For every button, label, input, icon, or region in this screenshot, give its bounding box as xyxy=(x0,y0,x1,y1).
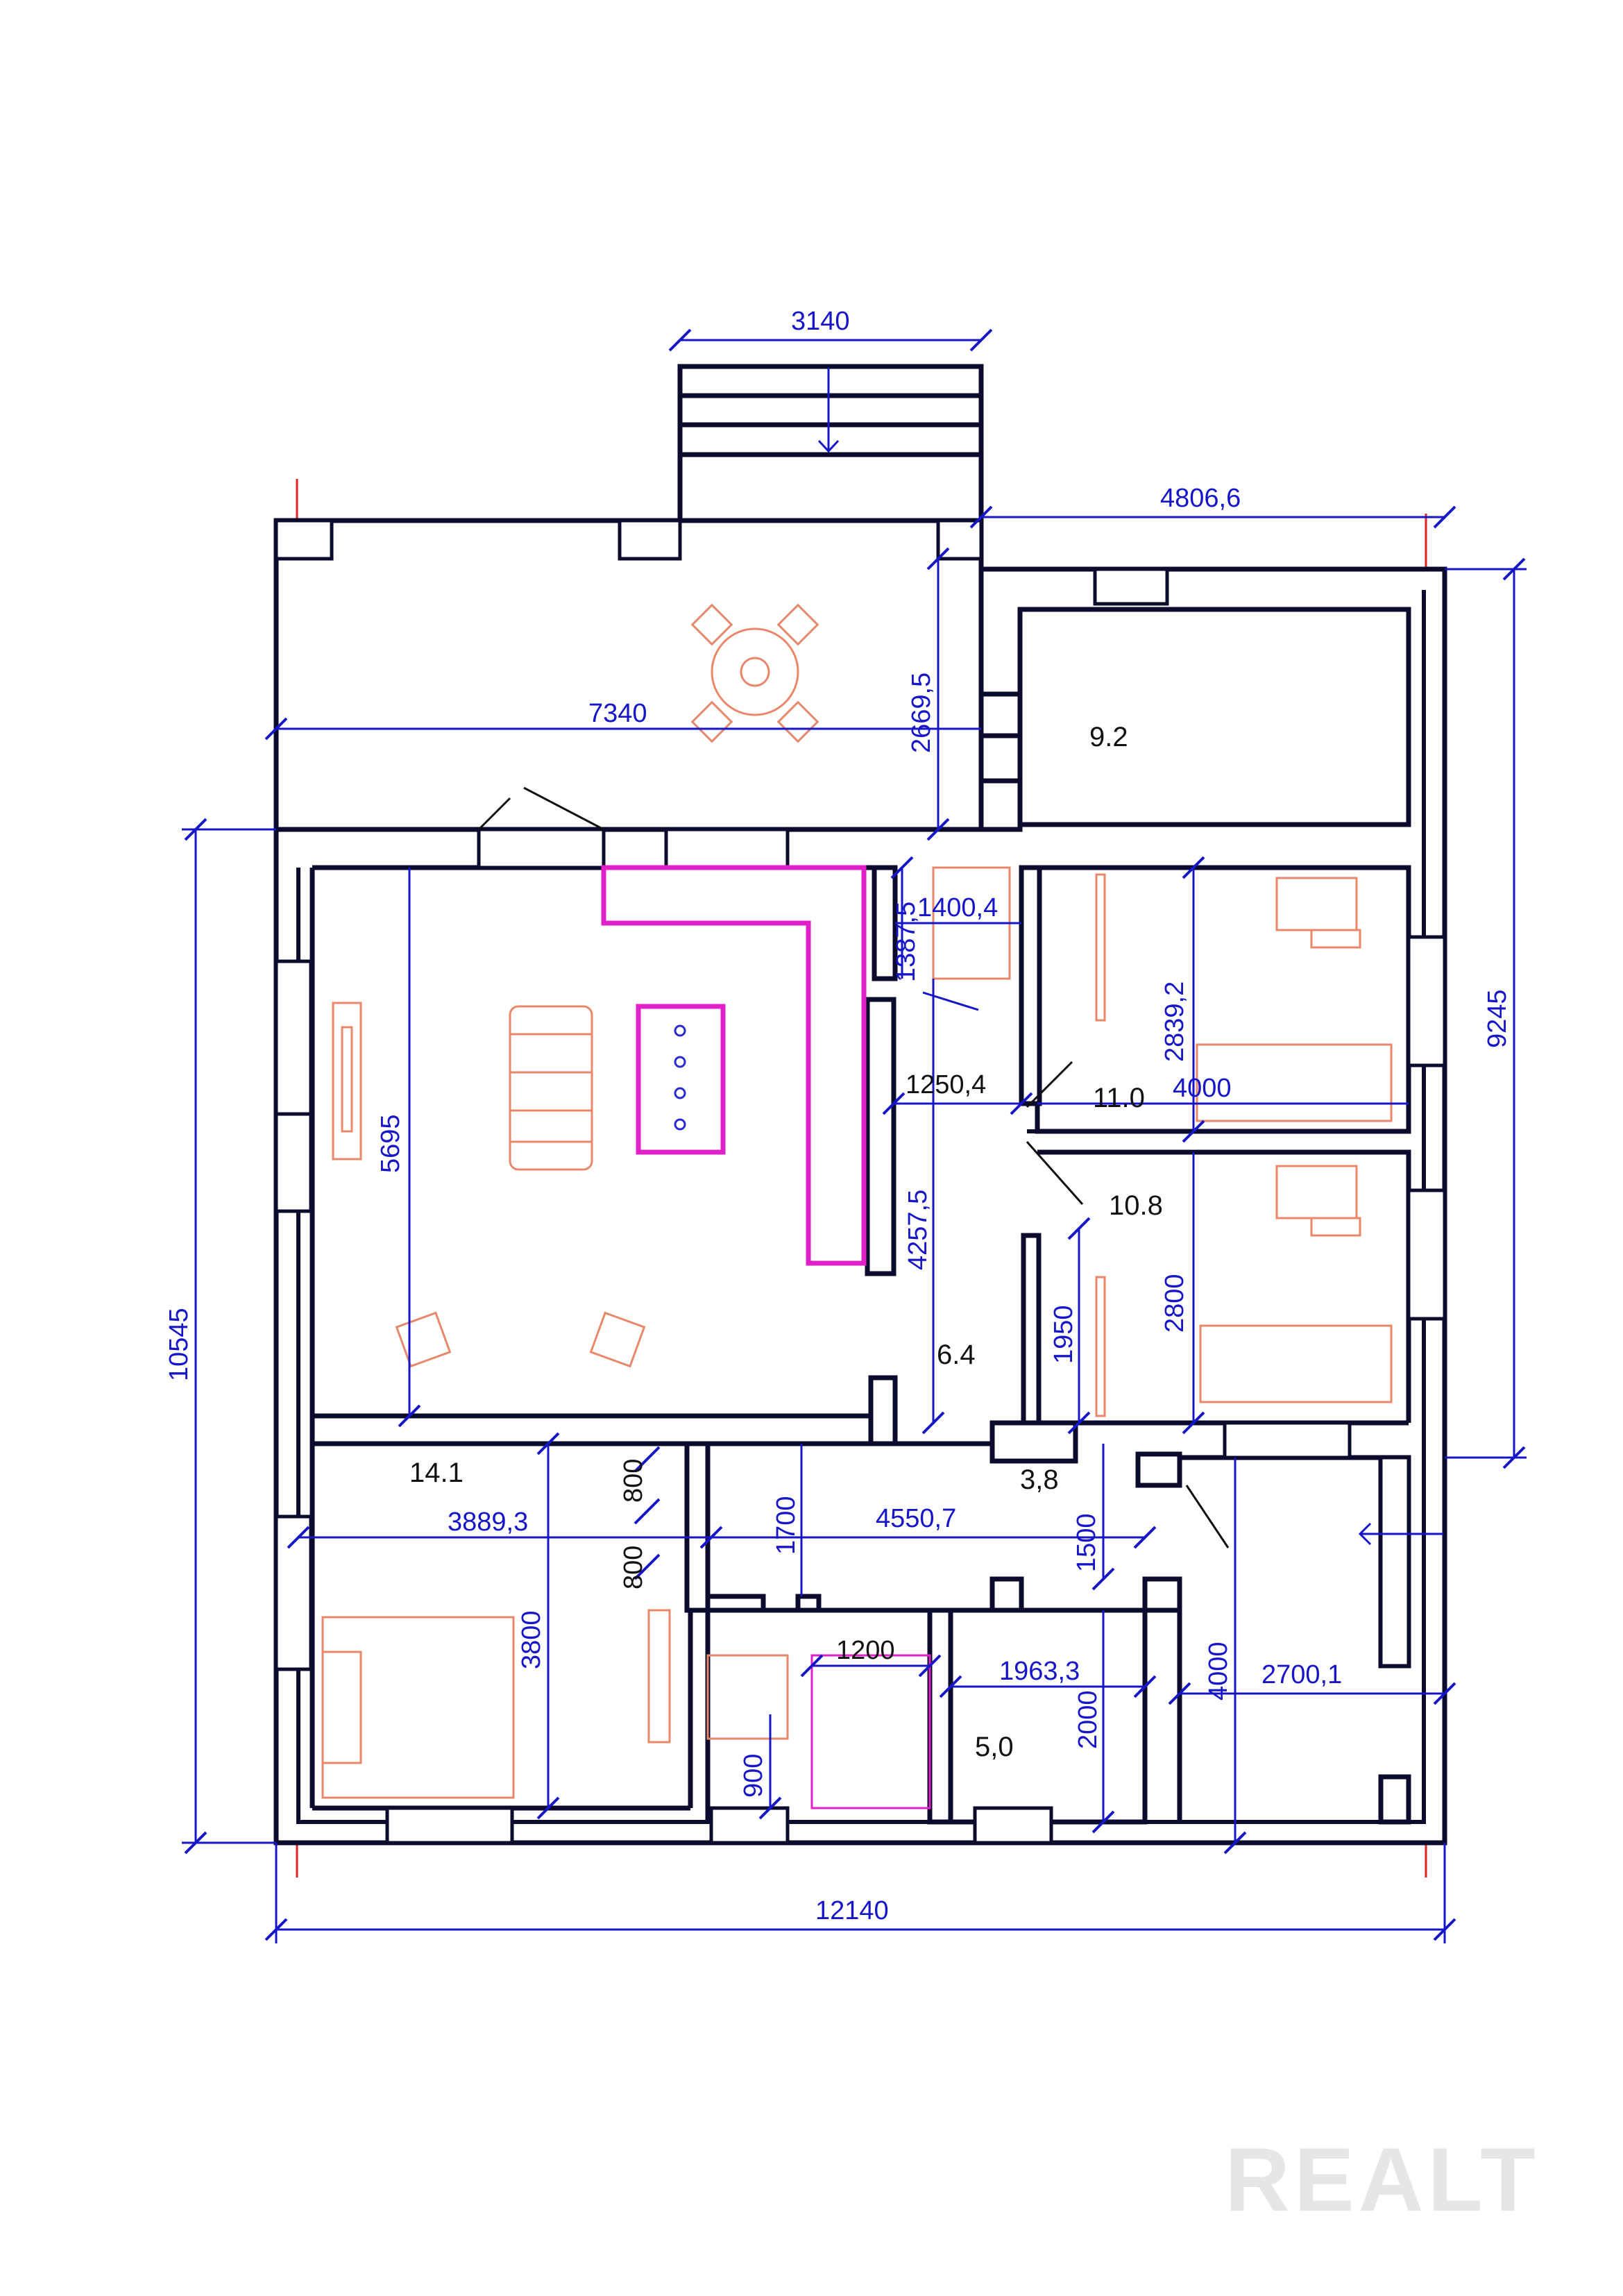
dim-3800: 3800 xyxy=(517,1610,546,1669)
dim-4550: 4550,7 xyxy=(876,1504,956,1533)
dim-900: 900 xyxy=(739,1754,768,1798)
dim-3889: 3889,3 xyxy=(448,1508,528,1537)
kitchen-counter xyxy=(601,865,867,1266)
dim-12140: 12140 xyxy=(815,1896,889,1925)
kitchen-island xyxy=(636,1004,726,1155)
dim-2800: 2800 xyxy=(1160,1274,1189,1333)
dim-3140: 3140 xyxy=(791,307,850,336)
area-bedroom-3: 14.1 xyxy=(409,1458,464,1488)
sofa xyxy=(509,1005,593,1171)
area-wc: 5,0 xyxy=(975,1732,1014,1762)
area-storage: 9.2 xyxy=(1089,722,1128,752)
dim-2700: 2700,1 xyxy=(1261,1660,1342,1689)
dim-2839: 2839,2 xyxy=(1160,981,1189,1062)
dim-1500: 1500 xyxy=(1072,1513,1101,1572)
dim-800-bottom: 800 xyxy=(619,1546,648,1589)
dim-2000: 2000 xyxy=(1073,1690,1103,1749)
dim-7340: 7340 xyxy=(588,699,647,728)
dim-4000-bedroom: 4000 xyxy=(1173,1074,1232,1103)
dim-4000-bottom: 4000 xyxy=(1204,1641,1233,1700)
entry-steps xyxy=(677,364,984,523)
area-bedroom-2: 10.8 xyxy=(1109,1190,1163,1221)
dimension-lines xyxy=(182,328,1527,1943)
dim-4806: 4806,6 xyxy=(1160,484,1241,513)
dim-5695: 5695 xyxy=(376,1114,405,1173)
dim-1387: 1387,5 xyxy=(892,902,921,982)
dim-4257: 4257,5 xyxy=(903,1190,933,1270)
tv-stand xyxy=(332,1002,362,1160)
dining-set xyxy=(690,603,819,743)
area-bedroom-1: 11.0 xyxy=(1093,1083,1145,1113)
dim-800-top: 800 xyxy=(619,1459,648,1503)
bedroom-11-furniture xyxy=(1095,873,1393,1122)
dim-1700: 1700 xyxy=(772,1496,801,1555)
dim-1200: 1200 xyxy=(836,1636,895,1665)
armchairs xyxy=(395,1311,646,1368)
dim-1400: 1400,4 xyxy=(917,893,998,922)
dim-10545: 10545 xyxy=(164,1308,194,1381)
room-areas: 9.2 11.0 10.8 6.4 14.1 3,8 5,0 xyxy=(409,722,1163,1762)
area-corridor: 3,8 xyxy=(1020,1464,1059,1495)
door-lines xyxy=(477,786,1443,1548)
area-hall: 6.4 xyxy=(937,1340,976,1370)
windows xyxy=(274,518,1447,1845)
watermark: REALT xyxy=(1225,2129,1540,2230)
dim-2669: 2669,5 xyxy=(907,673,936,753)
bedroom-10-furniture xyxy=(1095,1165,1393,1417)
dim-1250: 1250,4 xyxy=(906,1070,986,1099)
dim-1963: 1963,3 xyxy=(999,1657,1080,1686)
dimension-labels: 3140 4806,6 7340 2669,5 9245 10545 12140… xyxy=(164,307,1512,1925)
dim-1950: 1950 xyxy=(1049,1305,1078,1364)
dim-9245: 9245 xyxy=(1483,989,1512,1048)
bedroom-14-furniture xyxy=(321,1609,671,1799)
